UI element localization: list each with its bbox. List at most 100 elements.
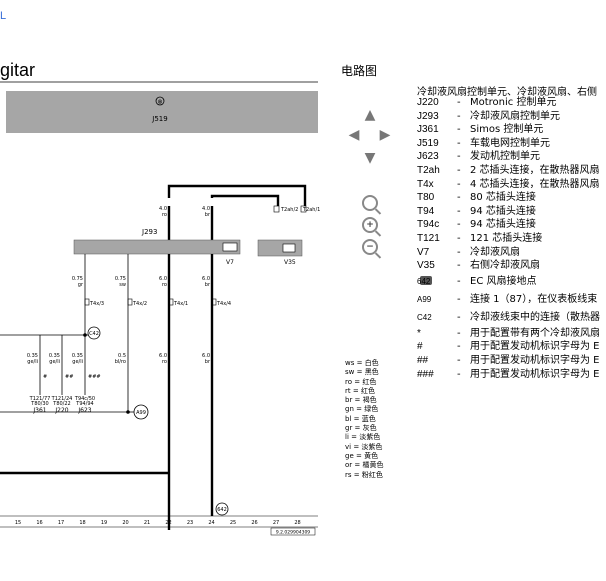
p642-badge bbox=[215, 502, 229, 516]
legend-code: J220 bbox=[417, 97, 439, 108]
color-key-item: vi = 淡紫色 bbox=[345, 442, 383, 451]
j623-conn-2: T94/94 bbox=[75, 401, 93, 407]
mark-1: # bbox=[43, 374, 47, 380]
wire-top-gauge-2: 4.0 bbox=[202, 206, 210, 212]
j519-box[interactable] bbox=[6, 91, 318, 133]
wire-mid-color-4: br bbox=[205, 282, 211, 288]
track-number: 19 bbox=[101, 520, 107, 526]
circuit-diagram: ⊗ J519 4.0 ro 4.0 br T2ah/2 T2ah/1 J293 … bbox=[0, 81, 320, 536]
legend-dash: - bbox=[457, 110, 461, 122]
wire-low-gauge-3: 0.35 bbox=[72, 353, 83, 359]
j293-box[interactable] bbox=[73, 239, 241, 255]
page-title: gitar bbox=[0, 60, 36, 80]
pan-up-icon[interactable]: ▲ bbox=[364, 107, 376, 123]
color-key-item: ge = 黄色 bbox=[345, 451, 379, 460]
legend-code: J519 bbox=[417, 137, 439, 149]
legend-code: J293 bbox=[417, 110, 439, 122]
legend-dash: - bbox=[457, 341, 461, 353]
wire-low-color-6: br bbox=[205, 359, 211, 365]
pan-down-icon[interactable]: ▼ bbox=[364, 150, 376, 166]
legend-dash: - bbox=[457, 151, 461, 163]
wire-mid-color-1: gr bbox=[78, 282, 84, 288]
p642-label: 642 bbox=[217, 507, 227, 513]
t2ah-2-label: T2ah/2 bbox=[280, 207, 298, 213]
wire-mid-gauge-2: 0.75 bbox=[115, 276, 126, 282]
v7-motor-icon bbox=[222, 242, 238, 252]
legend-item: T94-94 芯插头连接 bbox=[417, 205, 606, 219]
t2ah-2-plug bbox=[273, 205, 280, 213]
zoom-fit-icon[interactable] bbox=[362, 195, 378, 211]
legend-dash: - bbox=[457, 219, 461, 231]
pan-left-icon[interactable]: ◀ bbox=[348, 127, 360, 143]
legend-desc: 冷却液风扇 bbox=[470, 246, 520, 258]
v35-motor-icon bbox=[282, 243, 296, 253]
legend-code: # bbox=[417, 341, 423, 353]
track-number: 15 bbox=[15, 520, 21, 526]
legend-code: T121 bbox=[417, 232, 440, 244]
pan-right-icon[interactable]: ▶ bbox=[379, 127, 391, 143]
camera-icon[interactable] bbox=[420, 276, 432, 286]
legend-dash: - bbox=[457, 205, 461, 217]
legend-code: T94 bbox=[417, 205, 435, 217]
a99-badge bbox=[133, 404, 149, 420]
legend-desc: 用于配置带有两个冷却液风扇 bbox=[470, 327, 600, 339]
track-number: 17 bbox=[58, 520, 64, 526]
legend-item: *-用于配置带有两个冷却液风扇 bbox=[417, 327, 606, 341]
v7-label: V7 bbox=[226, 259, 234, 266]
j623-conn-1: T94c/50 bbox=[74, 396, 95, 402]
track-number: 24 bbox=[208, 520, 214, 526]
track-number: 25 bbox=[230, 520, 236, 526]
legend-item: T121-121 芯插头连接 bbox=[417, 232, 606, 246]
legend-desc: 冷却液风扇控制单元 bbox=[470, 110, 560, 122]
legend-code: ## bbox=[417, 354, 429, 366]
color-key-item: bl = 蓝色 bbox=[345, 414, 376, 423]
t4x3-label: T4x/3 bbox=[89, 301, 104, 307]
legend-desc: 发动机控制单元 bbox=[470, 151, 540, 163]
legend-item: J361-Simos 控制单元 bbox=[417, 123, 606, 137]
color-key-item: br = 褐色 bbox=[345, 396, 377, 405]
legend-item: T94c-94 芯插头连接 bbox=[417, 218, 606, 232]
color-key-item: li = 淡紫色 bbox=[345, 433, 381, 442]
wire-top-color-2: br bbox=[205, 212, 211, 218]
j361-conn-1: T121/77 bbox=[29, 396, 51, 402]
wire-low-color-1: ge/li bbox=[27, 359, 38, 365]
legend-dash: - bbox=[457, 97, 461, 108]
zoom-out-icon[interactable]: − bbox=[362, 239, 378, 255]
legend-desc: 连接 1（87），在仪表板线束 bbox=[470, 293, 598, 305]
legend-code: J623 bbox=[417, 151, 439, 163]
track-number: 18 bbox=[79, 520, 85, 526]
legend-item: T80-80 芯插头连接 bbox=[417, 191, 606, 205]
color-key-item: rt = 红色 bbox=[345, 386, 375, 395]
legend-desc: 右侧冷却液风扇 bbox=[470, 260, 540, 272]
ground-ref: 9.2.029904309 bbox=[276, 530, 310, 536]
legend-desc: Motronic 控制单元 bbox=[470, 97, 557, 108]
wire-ro-top bbox=[167, 184, 307, 206]
track-number: 27 bbox=[273, 520, 279, 526]
v35-box[interactable] bbox=[257, 239, 303, 257]
ref-box bbox=[270, 527, 316, 536]
legend-dash: - bbox=[457, 260, 461, 272]
legend-item: V7-冷却液风扇 bbox=[417, 246, 606, 260]
track-number: 21 bbox=[144, 520, 150, 526]
color-key-item: or = 橘黄色 bbox=[345, 461, 384, 470]
legend-code: C42 bbox=[417, 312, 432, 322]
wire-low-color-5: ro bbox=[162, 359, 167, 365]
legend-item: J220 -Motronic 控制单元 bbox=[417, 96, 606, 110]
track-number: 23 bbox=[187, 520, 193, 526]
wire-mid-gauge-4: 6.0 bbox=[202, 276, 210, 282]
legend-desc: Simos 控制单元 bbox=[470, 124, 544, 136]
v35-label: V35 bbox=[284, 259, 296, 266]
legend-dash: - bbox=[457, 293, 461, 305]
legend-item: ##-用于配置发动机标识字母为 E bbox=[417, 354, 606, 368]
j361-conn-2: T80/30 bbox=[30, 401, 48, 407]
t4x3-plug bbox=[84, 298, 90, 306]
color-key-item: gr = 灰色 bbox=[345, 424, 377, 433]
legend-dash: - bbox=[457, 164, 461, 176]
color-key-item: gn = 绿色 bbox=[345, 405, 379, 414]
j220-label: J220 bbox=[54, 407, 68, 414]
zoom-in-icon[interactable]: + bbox=[362, 217, 378, 233]
wire-low-color-4: bl/ro bbox=[115, 359, 126, 365]
legend-desc: 121 芯插头连接 bbox=[470, 232, 543, 244]
